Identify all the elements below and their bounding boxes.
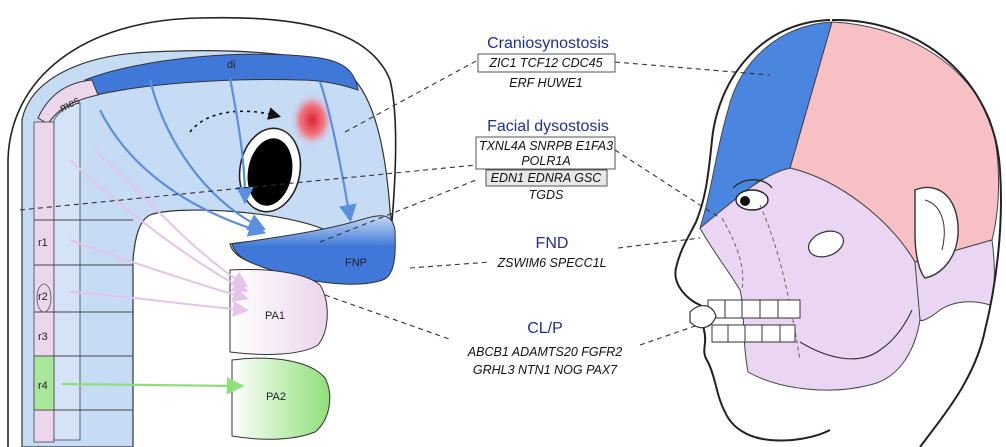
facial-dysostosis-group: Facial dysostosis TXNL4A SNRPB E1FA3 POL… xyxy=(476,118,615,202)
craniosynostosis-genes-line1: ZIC1 TCF12 CDC45 xyxy=(488,56,602,70)
clp-genes-line2: GRHL3 NTN1 NOG PAX7 xyxy=(473,363,618,377)
fnd-title: FND xyxy=(536,235,569,252)
label-r2: r2 xyxy=(38,291,48,303)
fnd-genes-line1: ZSWIM6 SPECC1L xyxy=(496,256,606,270)
label-pa1: PA1 xyxy=(265,310,285,322)
embryo-illustration: di mes r1 r2 r3 r4 FNP PA1 PA2 xyxy=(8,18,396,447)
hindbrain-column xyxy=(54,103,80,440)
craniosynostosis-title: Craniosynostosis xyxy=(487,35,609,52)
clp-title: CL/P xyxy=(527,320,563,337)
clp-genes-line1: ABCB1 ADAMTS20 FGFR2 xyxy=(467,345,622,359)
fnd-group: FND ZSWIM6 SPECC1L xyxy=(496,235,606,270)
label-di: di xyxy=(227,59,236,71)
label-pa2: PA2 xyxy=(266,391,286,403)
label-r1: r1 xyxy=(38,237,48,249)
label-r3: r3 xyxy=(38,331,48,343)
craniosynostosis-group: Craniosynostosis ZIC1 TCF12 CDC45 ERF HU… xyxy=(478,35,615,90)
red-signal-spot xyxy=(290,92,334,148)
head-illustration xyxy=(675,20,1001,447)
facial-dysostosis-genes-line2: POLR1A xyxy=(521,154,570,168)
clp-group: CL/P ABCB1 ADAMTS20 FGFR2 GRHL3 NTN1 NOG… xyxy=(467,320,622,377)
facial-dysostosis-genes-line4: TGDS xyxy=(529,188,564,202)
facial-dysostosis-genes-line1: TXNL4A SNRPB E1FA3 xyxy=(479,139,613,153)
label-r4: r4 xyxy=(38,380,48,392)
craniosynostosis-genes-line2: ERF HUWE1 xyxy=(509,76,582,90)
lips xyxy=(690,306,716,328)
facial-dysostosis-genes-line3: EDN1 EDNRA GSC xyxy=(491,171,603,185)
facial-dysostosis-title: Facial dysostosis xyxy=(487,118,609,135)
label-fnp: FNP xyxy=(345,257,367,269)
